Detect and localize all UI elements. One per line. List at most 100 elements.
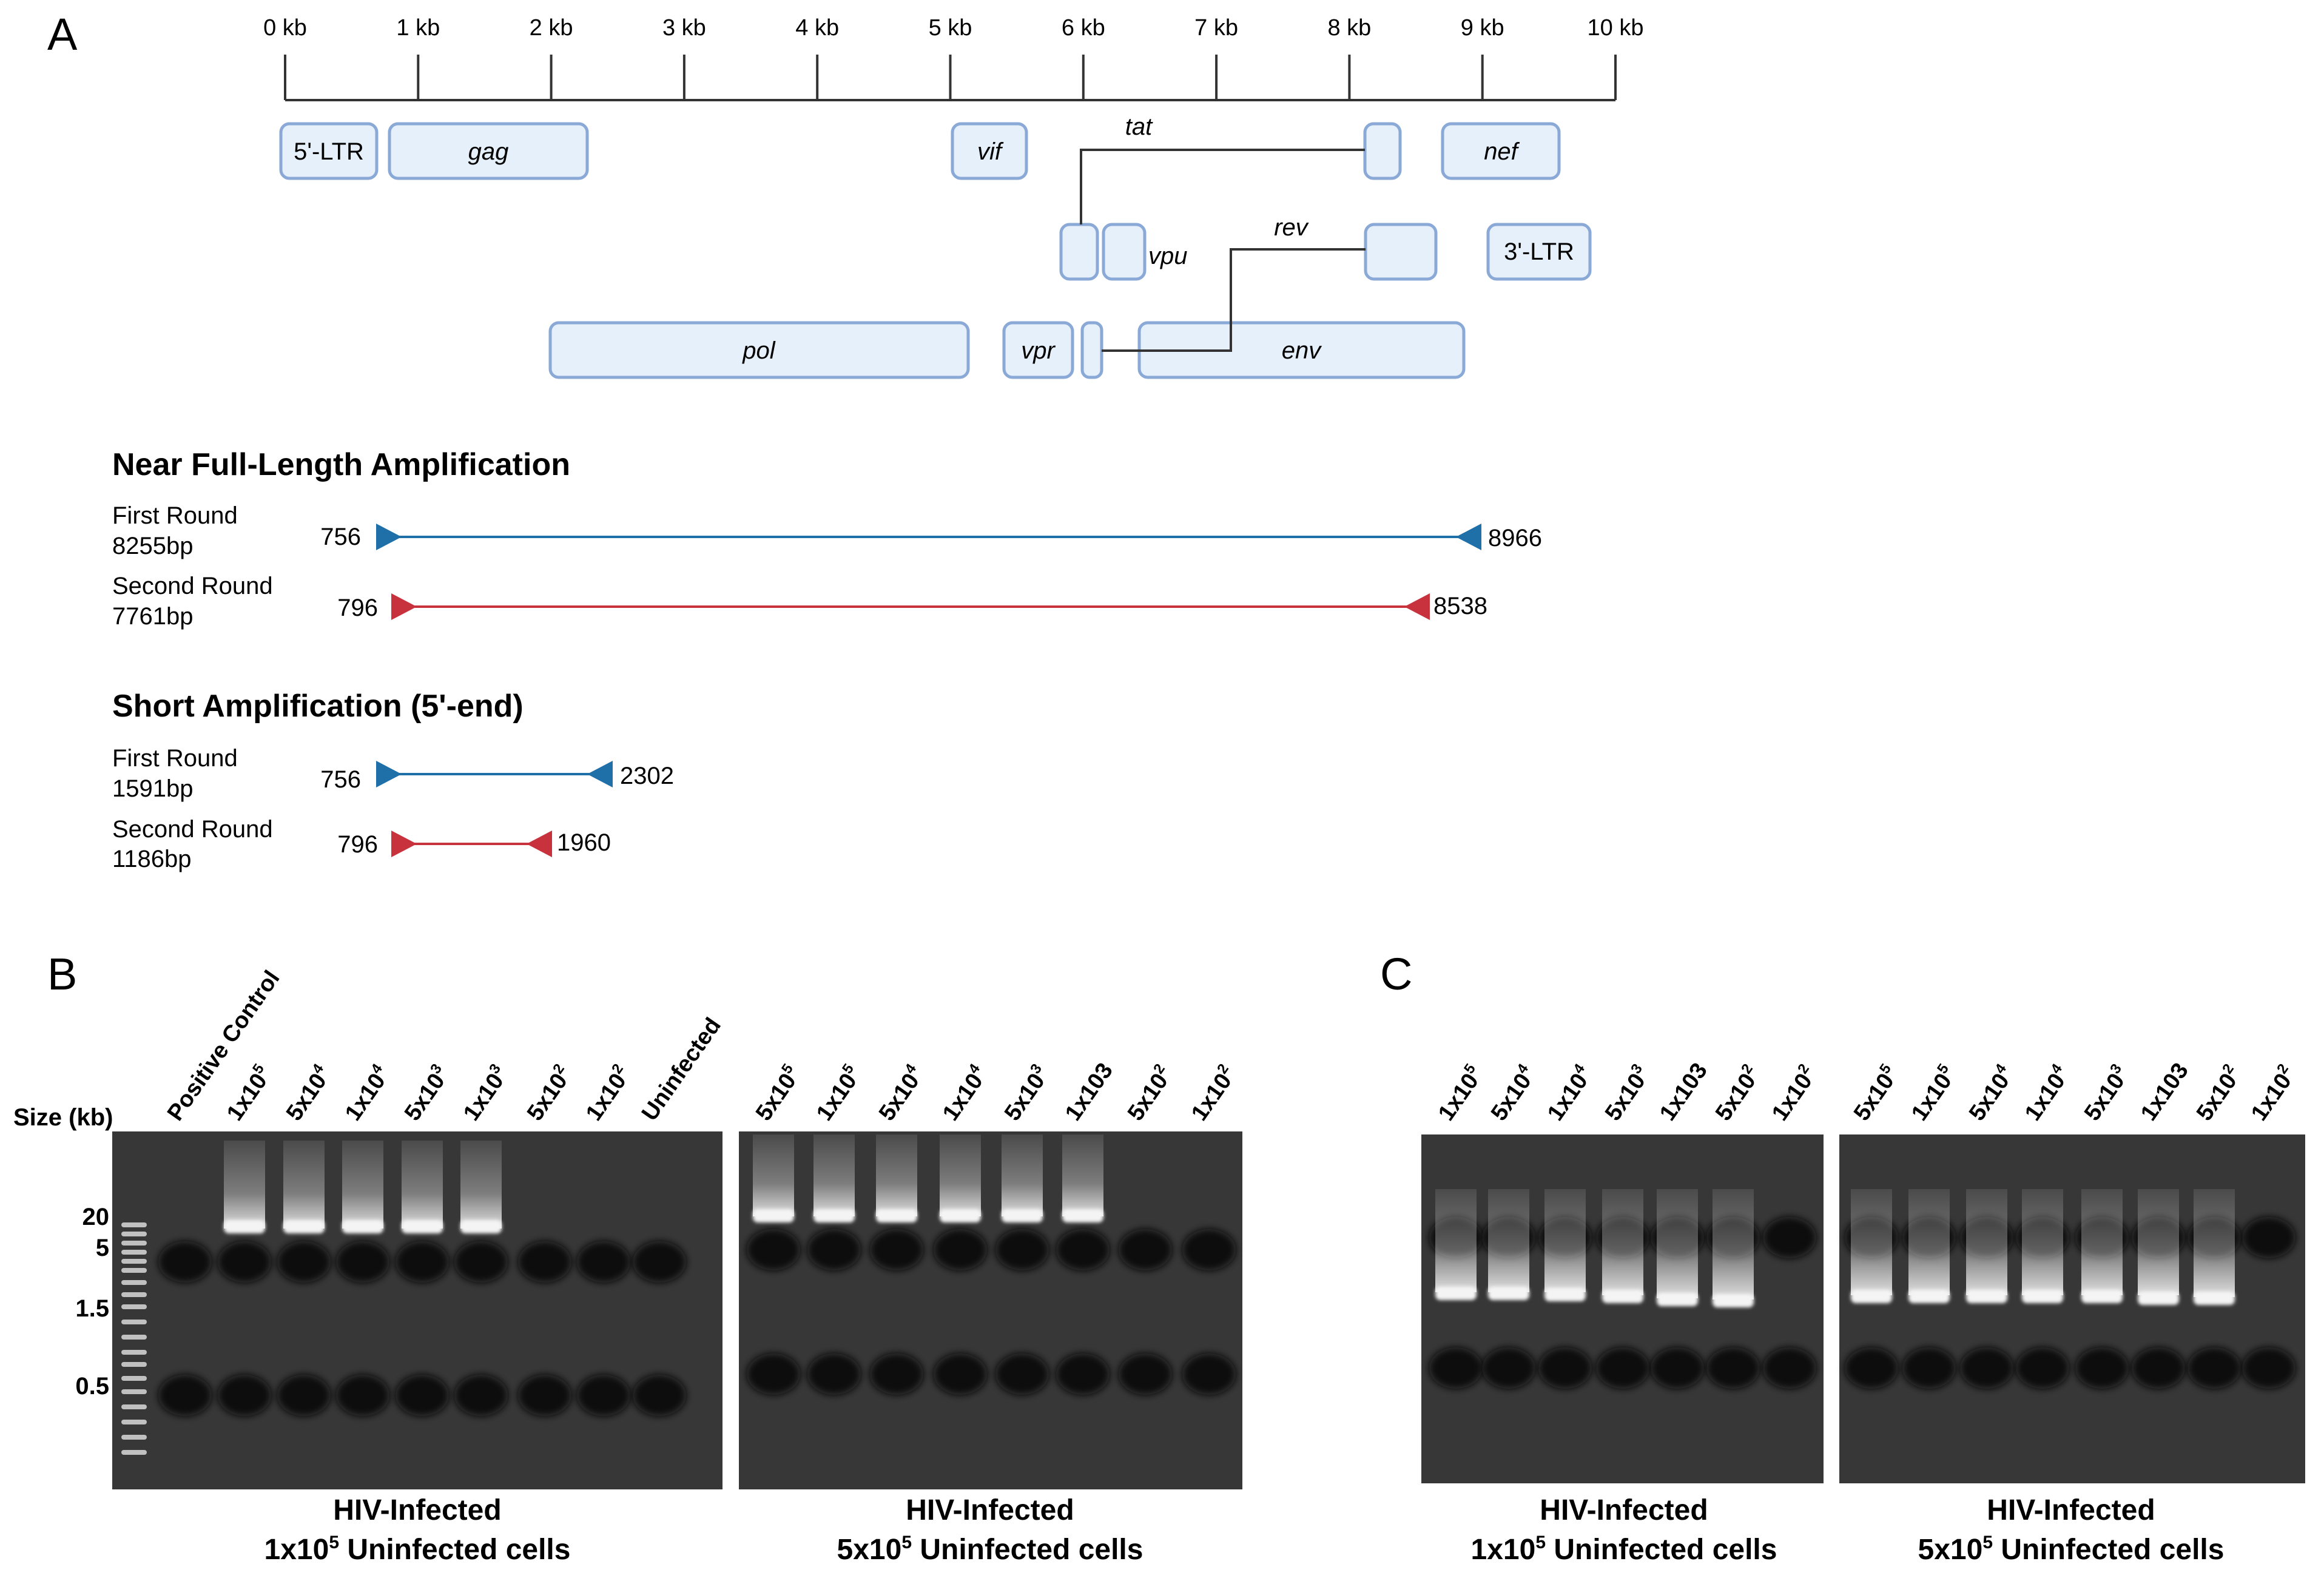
smear — [402, 1141, 443, 1229]
ladder-band — [121, 1376, 147, 1381]
smear — [940, 1134, 981, 1216]
gene-box-pol — [548, 321, 970, 379]
dark-band — [396, 1241, 449, 1283]
smear — [1966, 1189, 2007, 1295]
lane-label: 5x103 — [998, 1061, 1055, 1126]
lane-label: 1x105 — [1905, 1061, 1962, 1126]
nfl-second-round-end: 8538 — [1433, 593, 1487, 619]
bright-band — [2194, 1292, 2235, 1305]
short-second-round-end: 1960 — [557, 829, 611, 856]
splice-connectors — [1080, 149, 1366, 352]
ruler-tick-label: 6 kb — [1062, 15, 1105, 41]
ruler-tick-label: 9 kb — [1461, 15, 1504, 41]
smear — [1544, 1189, 1586, 1292]
lane-label: 5x103 — [2078, 1061, 2135, 1126]
smear — [876, 1134, 917, 1216]
ladder-band — [121, 1404, 147, 1409]
short-second-round-amplicon — [391, 831, 552, 857]
dark-band — [995, 1353, 1049, 1395]
ladder-band — [121, 1292, 147, 1297]
smear — [283, 1141, 325, 1229]
nfl-first-round-label: First Round — [112, 502, 238, 529]
dark-band — [218, 1241, 271, 1283]
smear — [2081, 1189, 2123, 1295]
dark-band — [633, 1375, 686, 1416]
lane-label: 1x104 — [1541, 1060, 1598, 1125]
gene-label-vpu: vpu — [1148, 243, 1188, 269]
dark-band — [454, 1375, 508, 1416]
ladder-band — [121, 1232, 147, 1236]
ladder-band — [121, 1280, 147, 1285]
gene-box-rev-exon2 — [1364, 223, 1438, 281]
ruler-tick-label: 2 kb — [530, 15, 573, 41]
bright-band — [224, 1220, 265, 1233]
smear — [1851, 1189, 1892, 1295]
short-second-round-start: 796 — [337, 831, 378, 858]
nfl-first-round-size: 8255bp — [112, 533, 193, 559]
bright-band — [283, 1220, 325, 1233]
short-first-round-end: 2302 — [620, 763, 674, 789]
gel-b-left-caption-line1: HIV-Infected — [333, 1494, 501, 1526]
gel-c-left-caption-line1: HIV-Infected — [1540, 1494, 1708, 1526]
dark-band — [2188, 1347, 2241, 1389]
bright-band — [1062, 1209, 1103, 1222]
dark-band — [747, 1353, 800, 1395]
ladder-mark-20: 20 — [83, 1204, 110, 1230]
nfl-first-round-amplicon — [376, 524, 1481, 550]
nfl-second-round-start: 796 — [337, 595, 378, 621]
dark-band — [807, 1229, 861, 1270]
smear — [342, 1141, 383, 1229]
ladder-band — [121, 1241, 147, 1246]
short-first-round-start: 756 — [320, 766, 361, 793]
dark-band — [577, 1241, 630, 1283]
lane-label: 5x104 — [1962, 1060, 2019, 1125]
smear — [2138, 1189, 2179, 1295]
lane-label: 1x104 — [936, 1060, 993, 1125]
gel-shade — [1839, 1134, 2305, 1483]
gel-c-right-caption-line2: 5x105 Uninfected cells — [1918, 1532, 2225, 1566]
gel-c-left-caption-line2: 1x105 Uninfected cells — [1471, 1532, 1777, 1566]
ladder-band — [121, 1268, 147, 1273]
gene-label-pol: pol — [742, 337, 775, 364]
gene-label-rev: rev — [1274, 214, 1309, 241]
gel-c-right-caption-line1: HIV-Infected — [1987, 1494, 2155, 1526]
dark-band — [396, 1375, 449, 1416]
ruler-tick-label: 7 kb — [1194, 15, 1238, 41]
lane-label: 1x105 — [810, 1061, 867, 1126]
gene-label-env: env — [1282, 337, 1322, 364]
bright-band — [1602, 1290, 1643, 1303]
smear — [1062, 1134, 1103, 1216]
gene-label-nef: nef — [1484, 138, 1520, 165]
nfl-title: Near Full-Length Amplification — [112, 447, 570, 482]
bright-band — [1002, 1209, 1043, 1222]
short-first-round-amplicon — [376, 761, 613, 787]
gel-c-left — [1421, 1134, 1824, 1483]
gene-box-rev-exon1 — [1080, 321, 1103, 379]
bright-band — [1908, 1290, 1950, 1303]
smear — [460, 1141, 502, 1229]
dark-band — [1902, 1347, 1956, 1389]
ladder-mark-0-5: 0.5 — [75, 1373, 109, 1400]
dark-band — [1596, 1347, 1649, 1389]
nfl-first-round-start: 756 — [320, 524, 361, 550]
dark-band — [1119, 1353, 1172, 1395]
smear — [1488, 1189, 1529, 1292]
gene-label-vif: vif — [977, 138, 1004, 165]
dark-band — [934, 1353, 987, 1395]
gene-label-3ltr: 3'-LTR — [1504, 238, 1574, 265]
dark-band — [158, 1375, 212, 1416]
lane-label: 1x104 — [338, 1060, 396, 1125]
bright-band — [1435, 1287, 1477, 1300]
smear — [1002, 1134, 1043, 1216]
bright-band — [1966, 1290, 2007, 1303]
gene-box-gag — [388, 122, 589, 180]
bright-band — [940, 1209, 981, 1222]
ladder-band — [121, 1389, 147, 1394]
lane-label: 5x104 — [872, 1060, 929, 1125]
gel-b-left-caption-line2: 1x105 Uninfected cells — [264, 1532, 571, 1566]
smear — [1602, 1189, 1643, 1295]
ruler-tick-label: 4 kb — [795, 15, 839, 41]
gene-label-tat: tat — [1125, 113, 1153, 140]
